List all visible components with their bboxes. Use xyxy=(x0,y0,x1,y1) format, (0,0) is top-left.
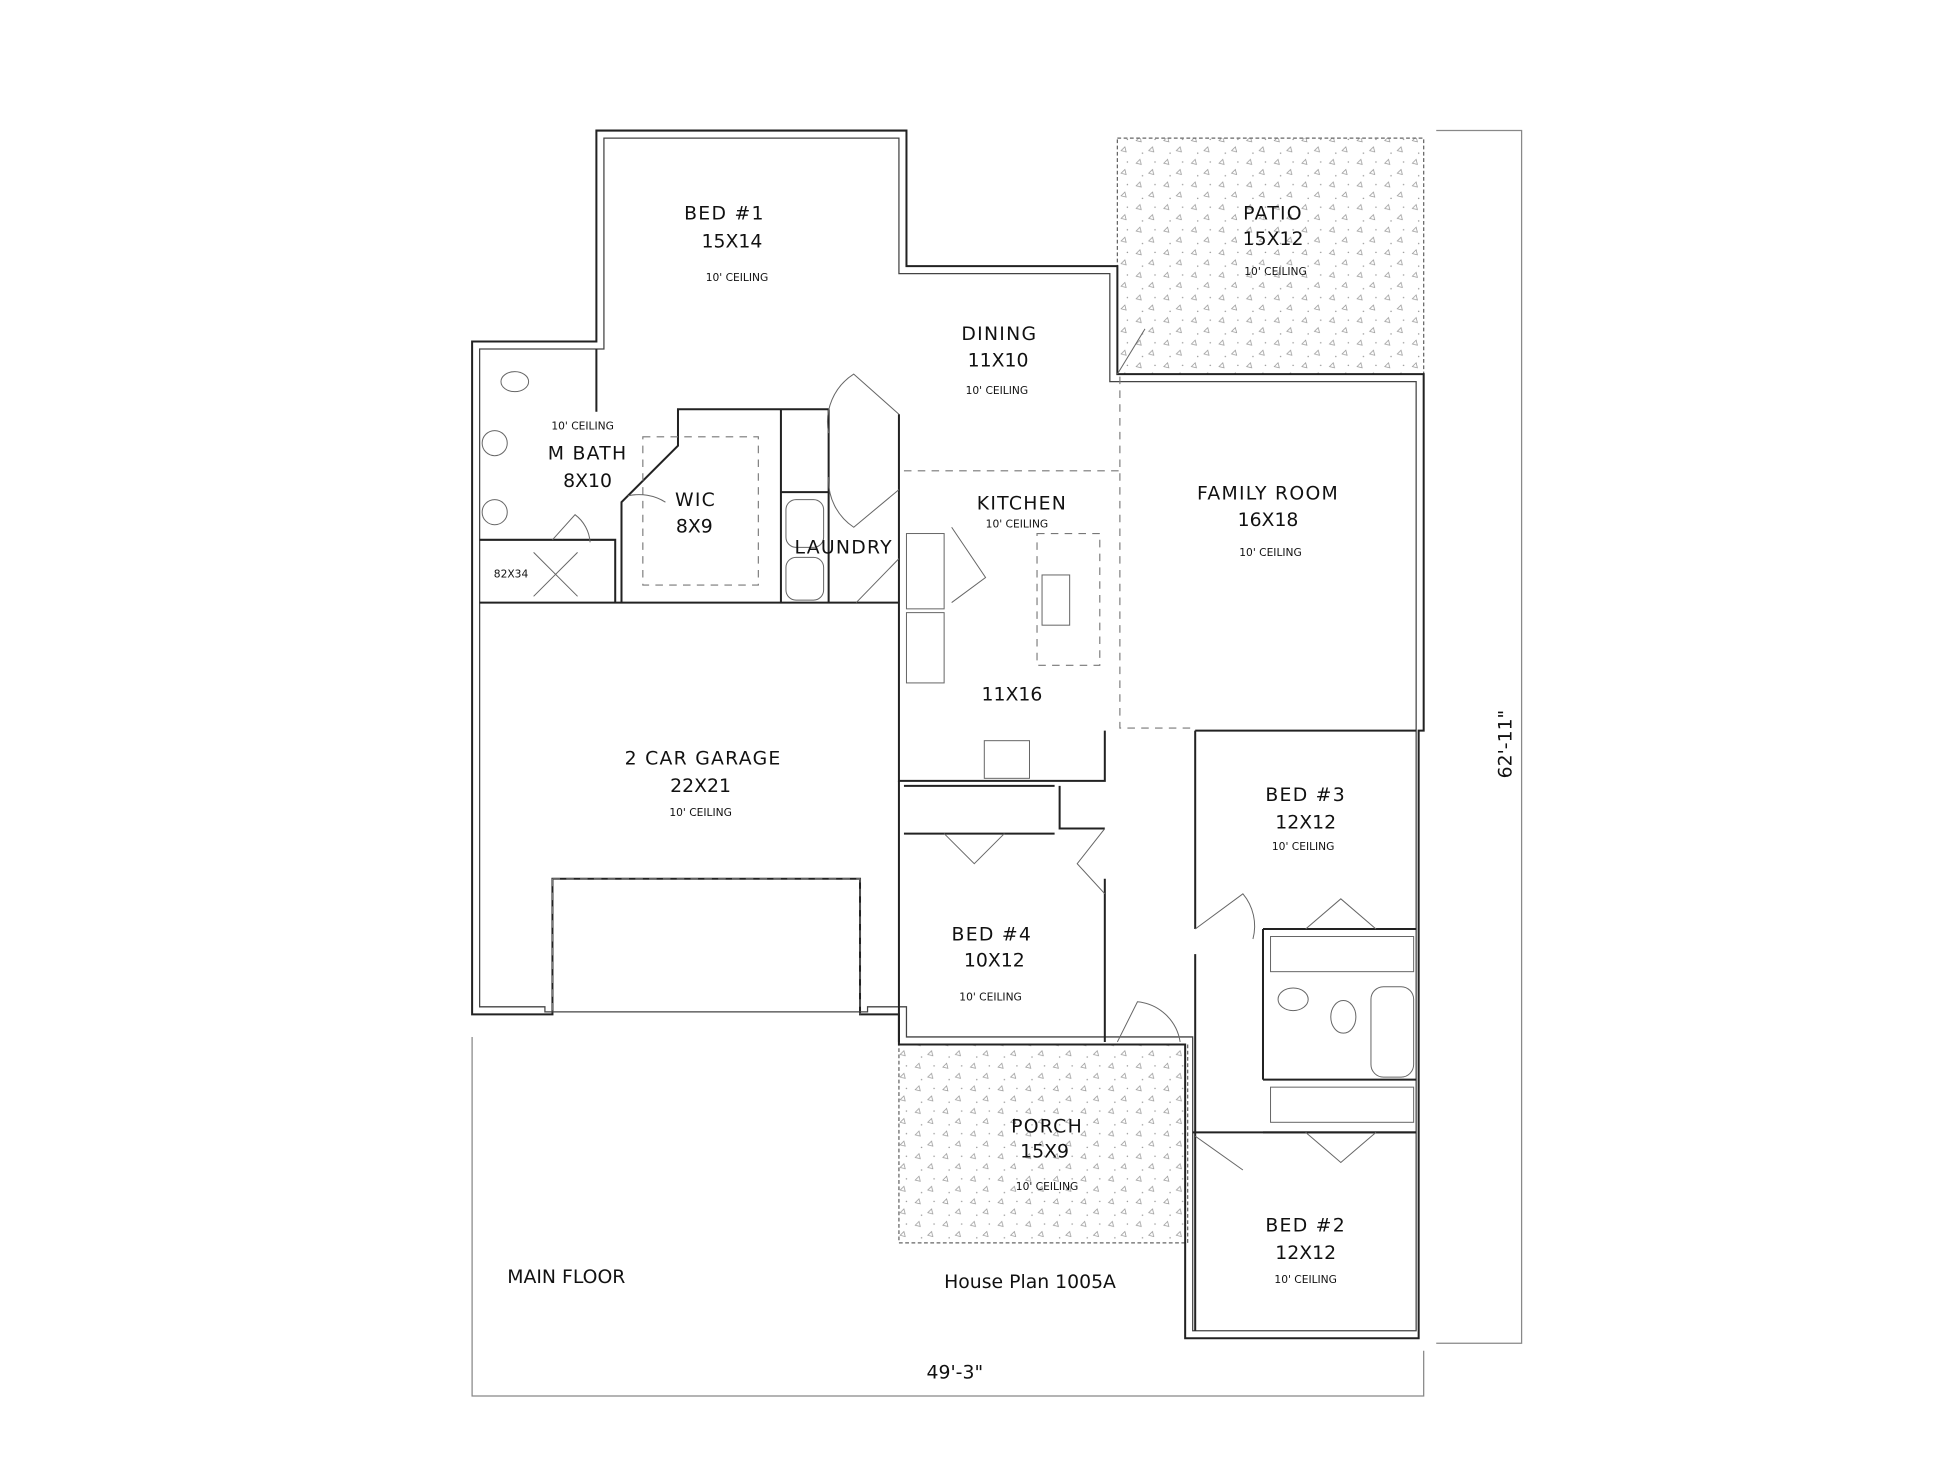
room-size-kitchen: 11X16 xyxy=(982,684,1043,705)
room-size-bed3: 12X12 xyxy=(1275,813,1336,834)
room-size-garage: 22X21 xyxy=(670,776,731,797)
plan-title: House Plan 1005A xyxy=(944,1272,1116,1293)
labels: BED #1 15X14 10' CEILING PATIO 15X12 10'… xyxy=(494,204,1517,1384)
room-ceiling-porch: 10' CEILING xyxy=(1016,1180,1079,1193)
room-size-mbath: 8X10 xyxy=(563,471,612,492)
room-name-mbath: M BATH xyxy=(548,443,628,464)
room-name-bed3: BED #3 xyxy=(1265,785,1346,806)
room-name-dining: DINING xyxy=(961,324,1037,345)
room-ceiling-kitchen: 10' CEILING xyxy=(986,517,1049,530)
room-ceiling-bed3: 10' CEILING xyxy=(1272,840,1335,853)
room-name-kitchen: KITCHEN xyxy=(977,494,1067,515)
bathtub-icon xyxy=(1370,986,1415,1078)
room-size-dining: 11X10 xyxy=(968,351,1029,372)
dryer-icon xyxy=(785,556,825,601)
room-ceiling-dining: 10' CEILING xyxy=(966,384,1029,397)
room-name-garage: 2 CAR GARAGE xyxy=(625,749,782,770)
room-ceiling-bed2: 10' CEILING xyxy=(1274,1273,1337,1286)
room-name-porch: PORCH xyxy=(1011,1116,1083,1137)
closet-shelf xyxy=(1270,1086,1415,1123)
sink-icon xyxy=(481,430,508,457)
fixtures xyxy=(481,371,1415,1123)
room-name-wic: WIC xyxy=(675,490,716,511)
range-icon xyxy=(983,740,1030,779)
sink-icon xyxy=(481,499,508,526)
room-ceiling-bed4: 10' CEILING xyxy=(959,991,1022,1004)
toilet-icon xyxy=(500,371,530,393)
room-ceiling-patio: 10' CEILING xyxy=(1244,265,1307,278)
open-plan-boundaries xyxy=(551,376,1196,1015)
depth-dimension: 62'-11" xyxy=(1496,710,1517,779)
room-size-wic: 8X9 xyxy=(676,516,713,537)
room-size-bed2: 12X12 xyxy=(1275,1243,1336,1264)
room-size-porch: 15X9 xyxy=(1020,1141,1069,1162)
floor-label: MAIN FLOOR xyxy=(507,1267,625,1288)
room-size-family: 16X18 xyxy=(1238,510,1299,531)
room-name-bed2: BED #2 xyxy=(1265,1216,1346,1237)
room-ceiling-garage: 10' CEILING xyxy=(669,806,732,819)
porch-slab xyxy=(898,1043,1189,1244)
room-size-bed1: 15X14 xyxy=(702,231,763,252)
patio-slab xyxy=(1116,137,1425,375)
room-size-bed4: 10X12 xyxy=(964,951,1025,972)
washer-icon xyxy=(785,499,825,548)
room-ceiling-bed1: 10' CEILING xyxy=(706,271,769,284)
room-size-patio: 15X12 xyxy=(1243,229,1304,250)
room-name-family: FAMILY ROOM xyxy=(1197,484,1339,505)
width-dimension: 49'-3" xyxy=(927,1362,984,1383)
room-ceiling-mbath: 10' CEILING xyxy=(551,419,614,432)
room-name-bed1: BED #1 xyxy=(684,204,765,225)
dimension-lines xyxy=(471,129,1523,1397)
room-ceiling-family: 10' CEILING xyxy=(1239,546,1302,559)
room-name-patio: PATIO xyxy=(1243,204,1303,225)
closet-shelf xyxy=(1270,936,1415,973)
pantry-shelf xyxy=(905,533,945,610)
exterior-walls xyxy=(471,129,1425,1340)
shower-drain-icon xyxy=(533,552,578,597)
refrigerator-icon xyxy=(905,612,945,684)
interior-walls xyxy=(479,348,1417,1331)
door-swings xyxy=(552,328,1377,1171)
double-sink-icon xyxy=(1041,574,1071,626)
room-size-shower: 82X34 xyxy=(494,567,529,580)
room-name-laundry: LAUNDRY xyxy=(795,538,893,559)
sink-icon xyxy=(1277,987,1309,1012)
room-name-bed4: BED #4 xyxy=(952,924,1033,945)
toilet-icon xyxy=(1330,1000,1357,1034)
